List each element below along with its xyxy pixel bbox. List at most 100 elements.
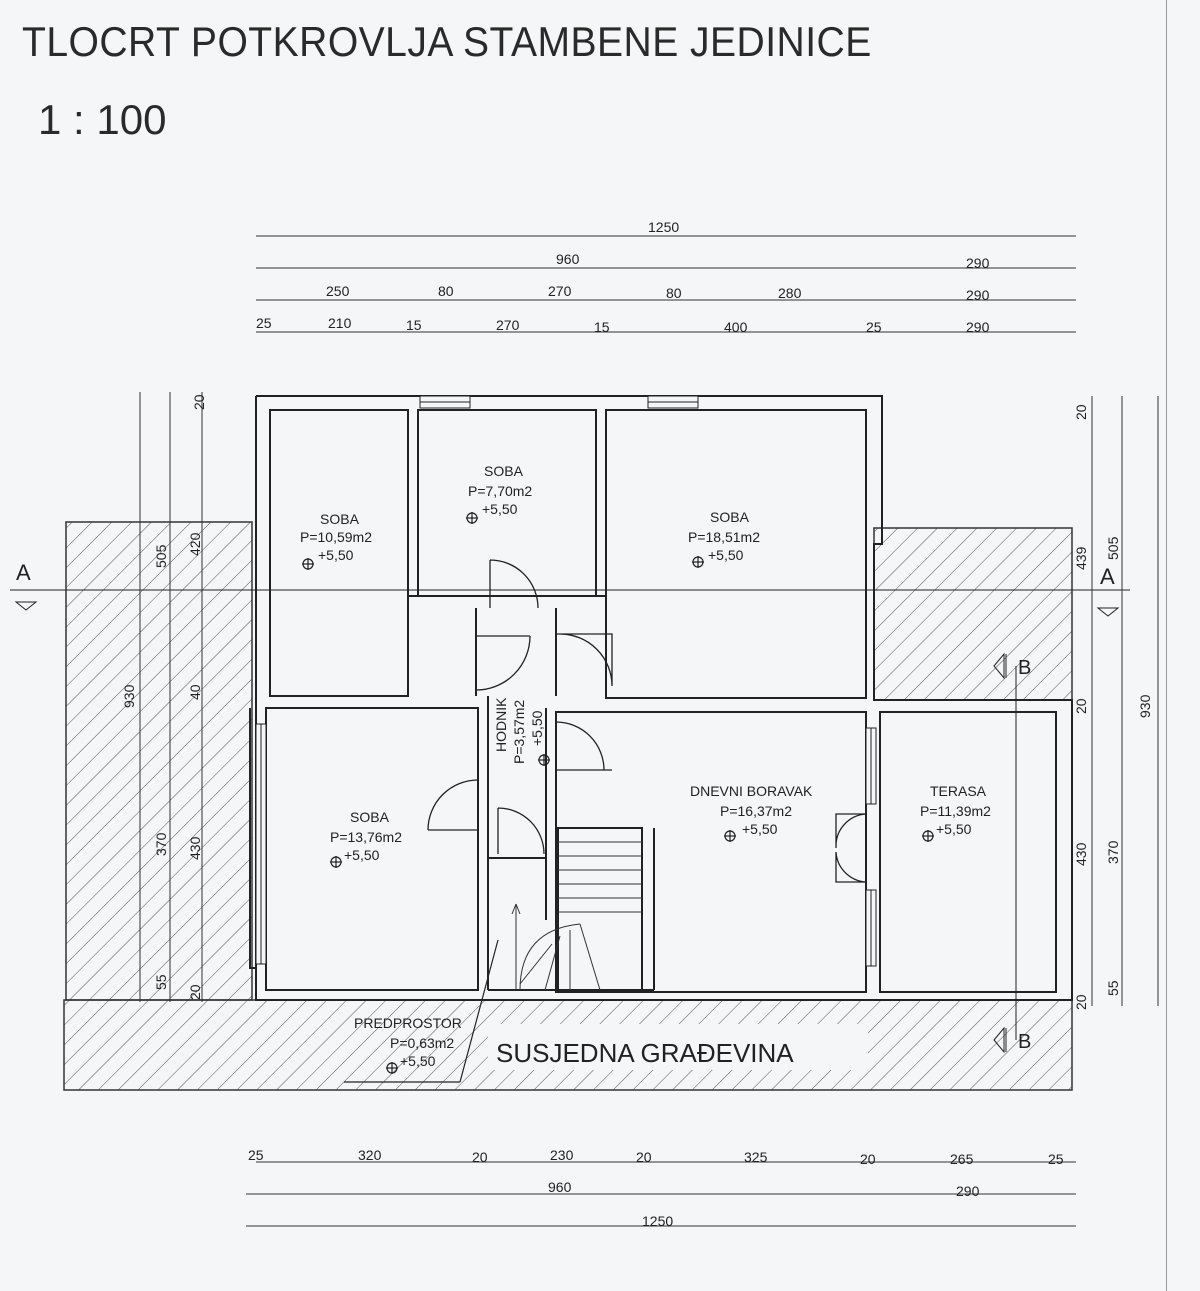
room-soba2-name: SOBA [484, 463, 524, 479]
dimension-lines-side [139, 392, 1159, 1006]
dims-right-labels: 20 439 20 430 20 505 370 55 930 [1073, 404, 1153, 1010]
dim-right-inner-0: 20 [1073, 404, 1089, 420]
dim-left-outer: 930 [121, 684, 137, 708]
dim-bot-r1-7: 265 [950, 1151, 974, 1167]
room-terasa-name: TERASA [930, 783, 987, 799]
dim-top-r4-6: 25 [866, 319, 882, 335]
room-predprostor-level: +5,50 [400, 1053, 436, 1069]
room-dnevni-name: DNEVNI BORAVAK [690, 783, 813, 799]
section-b-top: B [1018, 657, 1031, 679]
room-labels: SOBA P=10,59m2 +5,50 SOBA P=7,70m2 +5,50… [300, 463, 991, 1069]
dim-left-inner-3: 20 [187, 984, 203, 1000]
doors [427, 559, 867, 883]
section-a-right: A [1100, 564, 1115, 589]
dim-top-r4-3: 270 [496, 317, 520, 333]
room-soba1-level: +5,50 [318, 547, 354, 563]
dim-top-r3-5: 290 [966, 287, 990, 303]
sheet-edge [1166, 0, 1167, 1291]
room-soba1-area: P=10,59m2 [300, 529, 372, 545]
room-dnevni-level: +5,50 [742, 821, 778, 837]
stair-treads [511, 841, 642, 991]
dim-right-inner-4: 20 [1073, 994, 1089, 1010]
dim-bot-r1-3: 230 [550, 1147, 574, 1163]
dims-bottom-labels: 25 320 20 230 20 325 20 265 25 960 290 1… [248, 1147, 1064, 1229]
dim-bot-r1-0: 25 [248, 1147, 264, 1163]
dim-top-r4-5: 400 [724, 319, 748, 335]
room-predprostor-name: PREDPROSTOR [354, 1015, 462, 1031]
dim-top-r4-1: 210 [328, 315, 352, 331]
dim-bot-r2-1: 290 [956, 1183, 980, 1199]
dims-top-labels: 1250 960 290 250 80 270 80 280 290 25 21… [256, 219, 990, 335]
dim-left-mid-2: 55 [153, 974, 169, 990]
room-soba1-name: SOBA [320, 511, 360, 527]
dim-top-r2-0: 960 [556, 251, 580, 267]
room-soba4-area: P=13,76m2 [330, 829, 402, 845]
section-b-bottom: B [1018, 1031, 1031, 1053]
windows [255, 395, 877, 967]
dim-right-inner-1: 439 [1073, 546, 1089, 570]
wall-dnevni [555, 711, 867, 993]
hatch-right [873, 527, 1073, 701]
dimension-lines-top [246, 235, 1076, 1227]
dim-right-mid-0: 505 [1105, 536, 1121, 560]
neighbour-label: SUSJEDNA GRAĐEVINA [496, 1038, 794, 1068]
dim-bot-r1-8: 25 [1048, 1151, 1064, 1167]
room-hodnik-level: +5,50 [529, 710, 545, 746]
dim-bot-r1-5: 325 [744, 1149, 768, 1165]
room-soba3-level: +5,50 [708, 547, 744, 563]
dim-right-outer: 930 [1137, 694, 1153, 718]
drawing-scale: 1 : 100 [38, 96, 167, 143]
dim-bot-r2-0: 960 [548, 1179, 572, 1195]
dim-top-r2-1: 290 [966, 255, 990, 271]
dim-bot-r1-4: 20 [636, 1149, 652, 1165]
dim-top-r4-0: 25 [256, 315, 272, 331]
dim-right-inner-2: 20 [1073, 698, 1089, 714]
dim-left-top: 20 [191, 394, 207, 410]
section-a-left: A [16, 560, 31, 585]
room-hodnik-area: P=3,57m2 [511, 700, 527, 764]
dim-left-inner-0: 420 [187, 532, 203, 556]
dim-right-mid-2: 55 [1105, 980, 1121, 996]
dim-top-r3-0: 250 [326, 283, 350, 299]
room-predprostor-area: P=0,63m2 [390, 1035, 454, 1051]
room-soba4-name: SOBA [350, 809, 390, 825]
room-terasa-level: +5,50 [936, 821, 972, 837]
dim-left-mid-0: 505 [153, 544, 169, 568]
room-soba4-level: +5,50 [344, 847, 380, 863]
room-hodnik-name: HODNIK [493, 697, 509, 752]
wall-terasa [879, 711, 1057, 993]
room-soba3-area: P=18,51m2 [688, 529, 760, 545]
dim-top-r3-3: 80 [666, 285, 682, 301]
room-dnevni-area: P=16,37m2 [720, 803, 792, 819]
dim-top-r4-7: 290 [966, 319, 990, 335]
dim-bot-r1-6: 20 [860, 1151, 876, 1167]
dim-top-r3-4: 280 [778, 285, 802, 301]
hatch-left [65, 521, 253, 1001]
drawing-title: TLOCRT POTKROVLJA STAMBENE JEDINICE [22, 18, 872, 65]
dims-left-labels: 930 505 370 55 20 420 40 430 20 [121, 394, 207, 1000]
dim-bot-r1-1: 320 [358, 1147, 382, 1163]
dim-top-r4-2: 15 [406, 317, 422, 333]
room-terasa-area: P=11,39m2 [920, 803, 991, 819]
dim-top-r3-2: 270 [548, 283, 572, 299]
dim-left-mid-1: 370 [153, 832, 169, 856]
stair [557, 827, 643, 991]
level-markers [302, 512, 934, 1083]
dim-bot-r1-2: 20 [472, 1149, 488, 1165]
dim-bot-r3-0: 1250 [642, 1213, 673, 1229]
dim-left-inner-1: 40 [187, 684, 203, 700]
dim-left-inner-2: 430 [187, 836, 203, 860]
room-soba3-name: SOBA [710, 509, 750, 525]
wall-soba3 [605, 409, 867, 699]
dim-top-r4-4: 15 [594, 319, 610, 335]
neighbour-hatch [63, 521, 1073, 1091]
dim-right-mid-1: 370 [1105, 840, 1121, 864]
dim-top-r1-0: 1250 [648, 219, 679, 235]
dim-top-r3-1: 80 [438, 283, 454, 299]
room-soba2-area: P=7,70m2 [468, 483, 532, 499]
section-line-b [993, 652, 1017, 1054]
section-line-a [10, 589, 1130, 617]
room-soba2-level: +5,50 [482, 501, 518, 517]
dim-right-inner-3: 430 [1073, 842, 1089, 866]
